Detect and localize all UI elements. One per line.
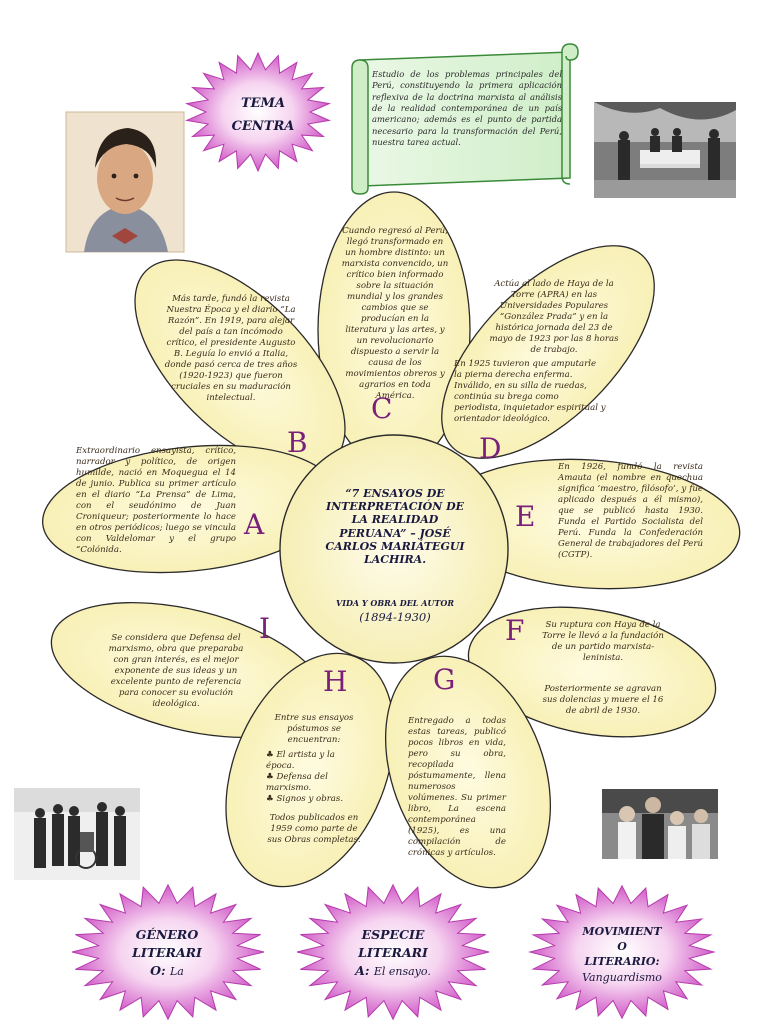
center-years: (1894-1930) — [359, 610, 431, 624]
petal-d-text-a: Actúa al lado de Haya de la Torre (APRA)… — [489, 279, 619, 355]
star-movimiento-literario — [528, 884, 716, 1020]
tema-central-text: Estudio de los problemas principales del… — [372, 69, 562, 148]
petal-f-text-b: Posteriormente se agravan sus dolencias … — [542, 684, 664, 716]
center-subtitle: VIDA Y OBRA DEL AUTOR — [336, 598, 454, 608]
list-item: ♣ El artista y la época. — [266, 750, 335, 771]
movimiento-literario-label: MOVIMIENT O LITERARIO: Vanguardismo — [582, 925, 662, 984]
tema-central-label-line1: TEMA — [240, 96, 286, 111]
petal-g-text: Entregado a todas estas tareas, publicó … — [408, 716, 506, 858]
petal-f-letter: F — [505, 614, 525, 647]
petal-h-list: ♣ El artista y la época. ♣ Defensa del m… — [266, 750, 362, 805]
petal-h-outro: Todos publicados en 1959 como parte de s… — [267, 813, 361, 845]
petal-g — [384, 655, 552, 889]
petal-d — [441, 245, 655, 459]
petal-i-letter: I — [259, 612, 271, 645]
petal-b-text: Más tarde, fundó la revista Nuestra Époc… — [164, 294, 298, 403]
photo-group-table — [594, 102, 736, 198]
petal-f — [467, 606, 717, 738]
petal-h-content: Entre sus ensayos póstumos se encuentran… — [266, 713, 362, 846]
center-title: “7 ENSAYOS DE INTERPRETACIÓN DE LA REALI… — [325, 487, 465, 566]
petal-d-text-b: En 1925 tuvieron que amputarle la pierna… — [454, 359, 606, 424]
tema-central-label: TEMA CENTRA — [208, 93, 318, 139]
star-especie-literaria — [296, 883, 490, 1021]
petal-d-letter: D — [479, 432, 502, 465]
scroll-banner — [351, 43, 579, 195]
especie-literaria-label: ESPECIE LITERARI A: El ensayo. — [355, 927, 431, 979]
petal-h-intro: Entre sus ensayos póstumos se encuentran… — [274, 713, 354, 745]
petal-c-letter: C — [371, 392, 393, 425]
petal-e-text: En 1926, fundó la revista Amauta (el nom… — [558, 462, 703, 560]
list-item: ♣ Signos y obras. — [266, 794, 344, 804]
petal-e-letter: E — [515, 500, 536, 533]
petal-b-letter: B — [287, 426, 308, 459]
bullet-club-icon: ♣ — [266, 772, 274, 782]
bullet-club-icon: ♣ — [266, 794, 274, 804]
bullet-club-icon: ♣ — [266, 750, 274, 760]
petal-h-letter: H — [323, 665, 348, 698]
center-disc — [279, 434, 509, 664]
petal-i-text: Se considera que Defensa del marxismo, o… — [108, 633, 244, 709]
list-item: ♣ Defensa del marxismo. — [266, 772, 328, 793]
petal-g-letter: G — [433, 663, 456, 696]
photo-men-wheelchair — [14, 788, 140, 880]
tema-central-label-line2: CENTRA — [231, 118, 295, 134]
petal-a-letter: A — [244, 508, 265, 541]
genero-literario-label: GÉNERO LITERARI O: La — [132, 927, 202, 979]
star-genero-literario — [71, 883, 265, 1021]
petal-f-text-a: Su ruptura con Haya de la Torre le llevó… — [542, 620, 664, 663]
photo-family — [602, 789, 718, 859]
portrait-drawing — [65, 111, 185, 253]
star-tema-central — [184, 51, 332, 173]
petal-c-text: Cuando regresó al Perú, llegó transforma… — [341, 226, 449, 401]
petal-a-text: Extraordinario ensayista, crítico, narra… — [76, 446, 236, 555]
